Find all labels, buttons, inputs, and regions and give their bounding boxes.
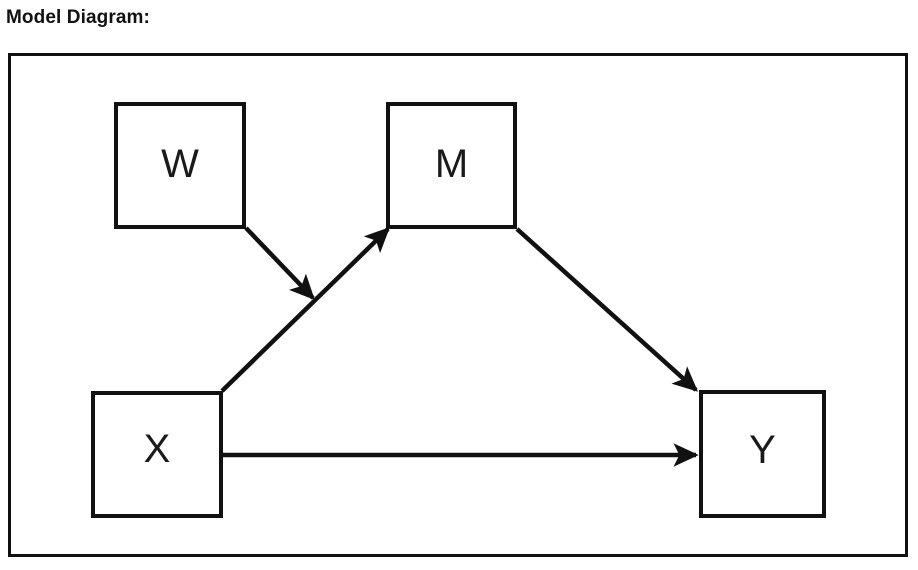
node-m-label: M bbox=[434, 141, 469, 186]
edge-x-to-m bbox=[220, 227, 390, 393]
edge-w-to-x-m-path bbox=[244, 226, 315, 300]
page-title: Model Diagram: bbox=[6, 7, 150, 28]
node-y-label: Y bbox=[749, 428, 776, 472]
node-x-label: X bbox=[143, 426, 171, 471]
node-w-label: W bbox=[161, 141, 199, 186]
node-w: W bbox=[114, 102, 246, 229]
node-x: X bbox=[91, 391, 223, 518]
edge-m-to-y bbox=[515, 227, 699, 392]
node-m: M bbox=[386, 102, 517, 229]
node-y: Y bbox=[699, 390, 826, 518]
